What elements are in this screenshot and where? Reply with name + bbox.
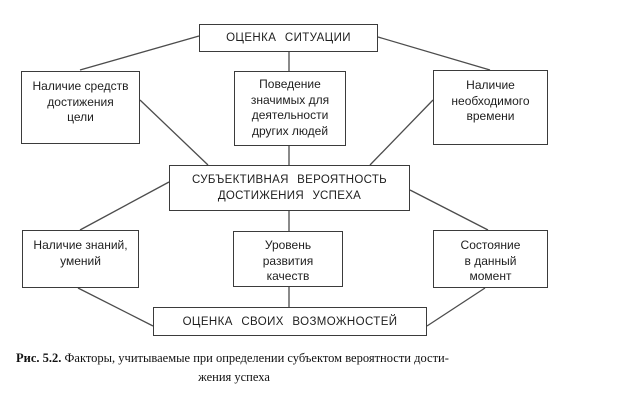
node-label-line: времени xyxy=(466,109,515,123)
node-self-capabilities-assessment: ОЦЕНКА СВОИХ ВОЗМОЖНОСТЕЙ xyxy=(153,307,427,336)
node-label-line: значимых для xyxy=(250,92,330,107)
connector-line xyxy=(79,181,170,231)
node-situation-assessment: ОЦЕНКА СИТУАЦИИ xyxy=(199,24,378,52)
node-label-line: Состояние xyxy=(460,238,521,252)
connector-line xyxy=(409,189,489,231)
node-knowledge-skills: Наличие знаний, умений xyxy=(22,230,139,288)
node-current-state: Состояние в данный момент xyxy=(433,230,548,288)
node-subjective-probability: СУБЪЕКТИВНАЯ ВЕРОЯТНОСТЬ ДОСТИЖЕНИЯ УСПЕ… xyxy=(169,165,410,211)
figure-number-label: Рис. 5.2. xyxy=(16,351,62,365)
connector-line xyxy=(77,287,154,327)
node-label-line: цели xyxy=(67,110,94,124)
node-time-availability: Наличие необходимого времени xyxy=(433,70,548,145)
connector-line xyxy=(377,36,491,71)
node-label-line: Уровень xyxy=(264,238,312,252)
node-label-line: других людей xyxy=(251,123,329,138)
connector-line xyxy=(139,99,209,166)
connector-line xyxy=(79,35,200,71)
node-label-line: умений xyxy=(60,253,101,268)
node-label-line: деятельности xyxy=(251,108,329,122)
node-label-line: Наличие xyxy=(466,78,515,92)
caption-text: Факторы, учитываемые при определении суб… xyxy=(64,351,449,365)
node-label-line: развития xyxy=(262,253,314,268)
node-label-line: качеств xyxy=(266,269,310,283)
node-label: ОЦЕНКА СИТУАЦИИ xyxy=(226,32,351,44)
figure-caption: Рис. 5.2. Факторы, учитываемые при опред… xyxy=(16,349,452,387)
node-label-line: момент xyxy=(469,269,512,283)
node-means-availability: Наличие средств достижения цели xyxy=(21,71,140,144)
node-label-line: в данный xyxy=(464,253,517,268)
node-label-line: Наличие средств xyxy=(32,79,129,93)
node-qualities-development: Уровень развития качеств xyxy=(233,231,343,287)
connector-line xyxy=(369,99,434,166)
node-label-line: необходимого xyxy=(451,93,530,108)
node-label: ОЦЕНКА СВОИХ ВОЗМОЖНОСТЕЙ xyxy=(182,315,398,328)
node-label-line: ДОСТИЖЕНИЯ УСПЕХА xyxy=(217,190,362,202)
node-others-behavior: Поведение значимых для деятельности друг… xyxy=(234,71,346,146)
node-label-line: достижения xyxy=(47,94,114,109)
node-label-line: Наличие знаний, xyxy=(33,238,128,252)
caption-line2: жения успеха xyxy=(198,370,270,384)
node-label-line: Поведение xyxy=(259,77,321,91)
node-label-line: СУБЪЕКТИВНАЯ ВЕРОЯТНОСТЬ xyxy=(191,174,388,186)
connector-line xyxy=(426,287,486,327)
caption-line1: Рис. 5.2. Факторы, учитываемые при опред… xyxy=(16,351,449,365)
